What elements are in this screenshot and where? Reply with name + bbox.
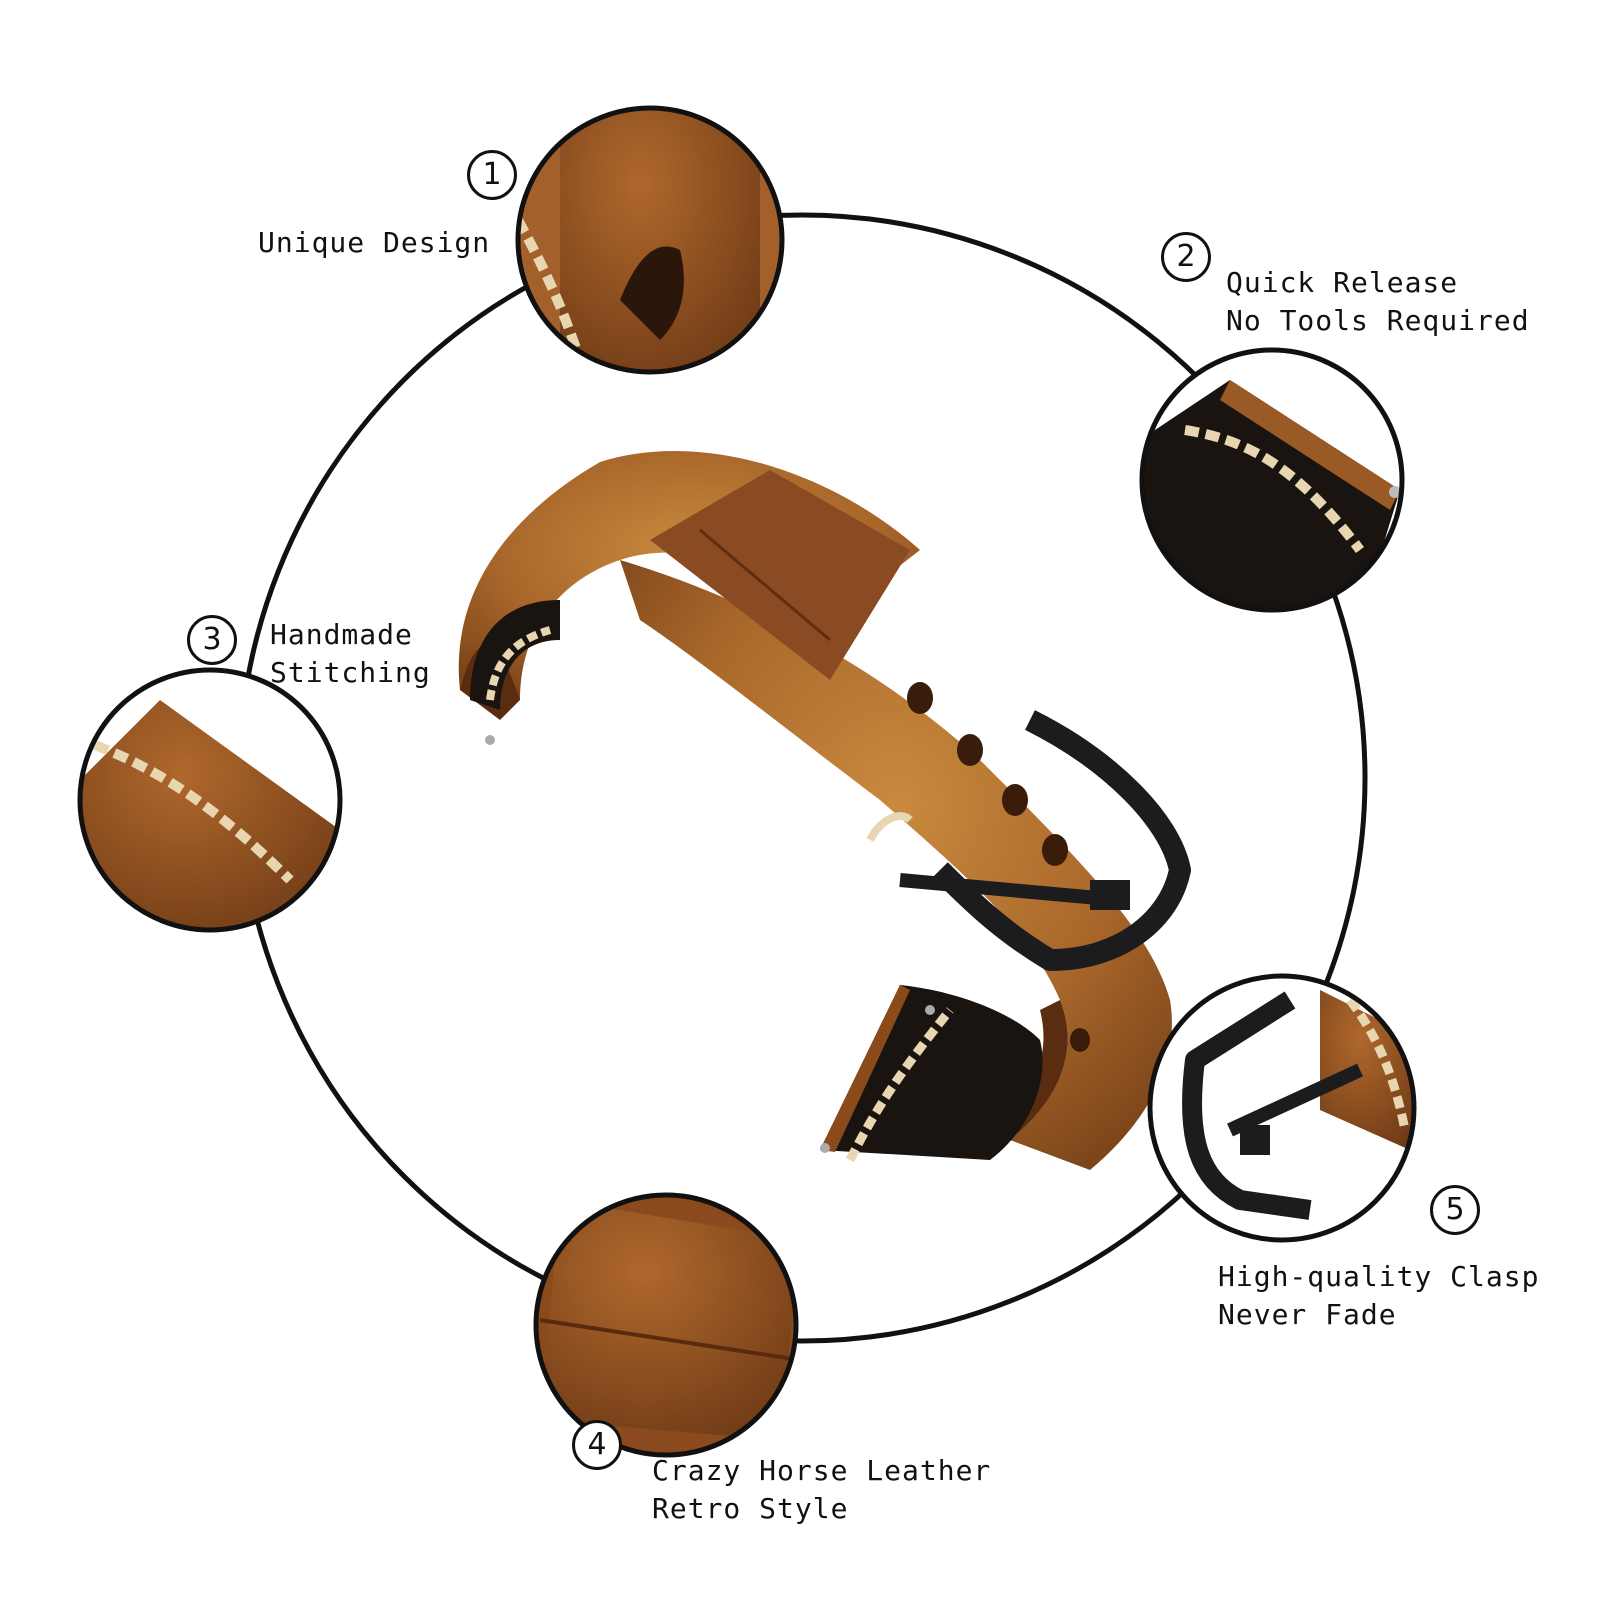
feature-4-number: 4 (572, 1420, 622, 1470)
detail-photo-5 (1150, 976, 1414, 1240)
detail-circle-4 (533, 1192, 799, 1458)
detail-circle-3 (77, 667, 343, 933)
feature-1-label: Unique Design (258, 226, 491, 259)
feature-4-label: Crazy Horse Leather Retro Style (652, 1454, 992, 1525)
feature-1-number: 1 (467, 150, 517, 200)
detail-circle-1 (515, 105, 785, 375)
detail-photo-4 (536, 1195, 796, 1455)
feature-5-number: 5 (1430, 1185, 1480, 1235)
detail-photo-2 (1142, 350, 1402, 610)
detail-circle-2 (1139, 347, 1405, 613)
detail-circle-5 (1147, 973, 1417, 1243)
feature-5-label: High-quality Clasp Never Fade (1218, 1260, 1540, 1331)
detail-photo-1 (518, 108, 782, 372)
feature-2-number: 2 (1161, 232, 1211, 282)
watch-strap-image (458, 450, 1191, 1170)
detail-photo-3 (80, 670, 340, 930)
feature-2-label: Quick Release No Tools Required (1226, 266, 1530, 337)
feature-3-number: 3 (187, 615, 237, 665)
feature-3-label: Handmade Stitching (270, 618, 431, 689)
